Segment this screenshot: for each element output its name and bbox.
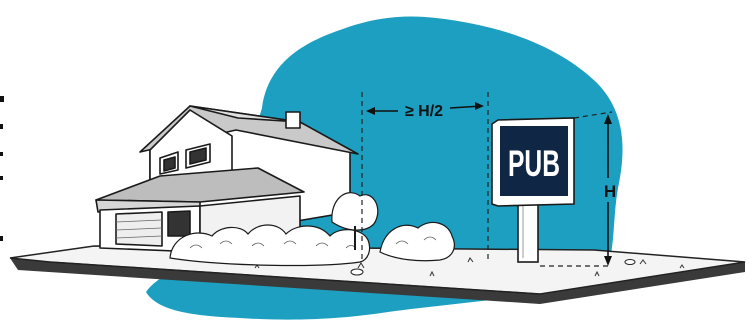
height-label: H [604,182,616,201]
edge-marks [0,96,4,241]
setback-label: ≥ H/2 [405,103,443,120]
sign-text: PUB [508,142,560,185]
